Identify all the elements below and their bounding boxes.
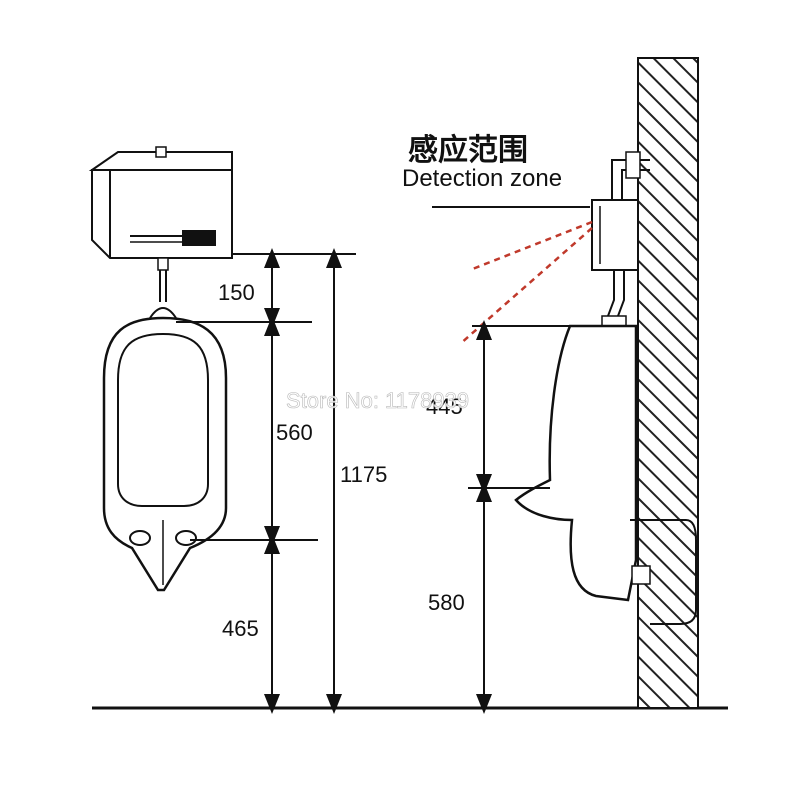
side-view: 感应范围 Detection zone	[402, 133, 697, 714]
store-watermark: Store No: 1178939	[286, 388, 469, 413]
side-sensor-box	[591, 199, 639, 271]
wall-hatched	[637, 57, 699, 709]
side-sensor-unit	[591, 151, 650, 329]
dim-label-560: 560	[276, 420, 313, 445]
front-view: 150 560 1175 465	[88, 146, 387, 714]
detection-title-en: Detection zone	[402, 165, 562, 192]
dim-label-580: 580	[428, 590, 465, 615]
detection-title-cn: 感应范围	[408, 133, 528, 168]
sensor-window	[182, 230, 216, 246]
flush-valve-box	[88, 146, 233, 259]
dim-label-1175: 1175	[340, 462, 387, 487]
dim-label-465: 465	[222, 616, 259, 641]
flush-pipe	[149, 257, 177, 319]
dim-label-445: 445	[426, 394, 463, 419]
urinal-front	[102, 316, 228, 592]
urinal-side	[514, 324, 697, 625]
dim-label-150: 150	[218, 280, 255, 305]
